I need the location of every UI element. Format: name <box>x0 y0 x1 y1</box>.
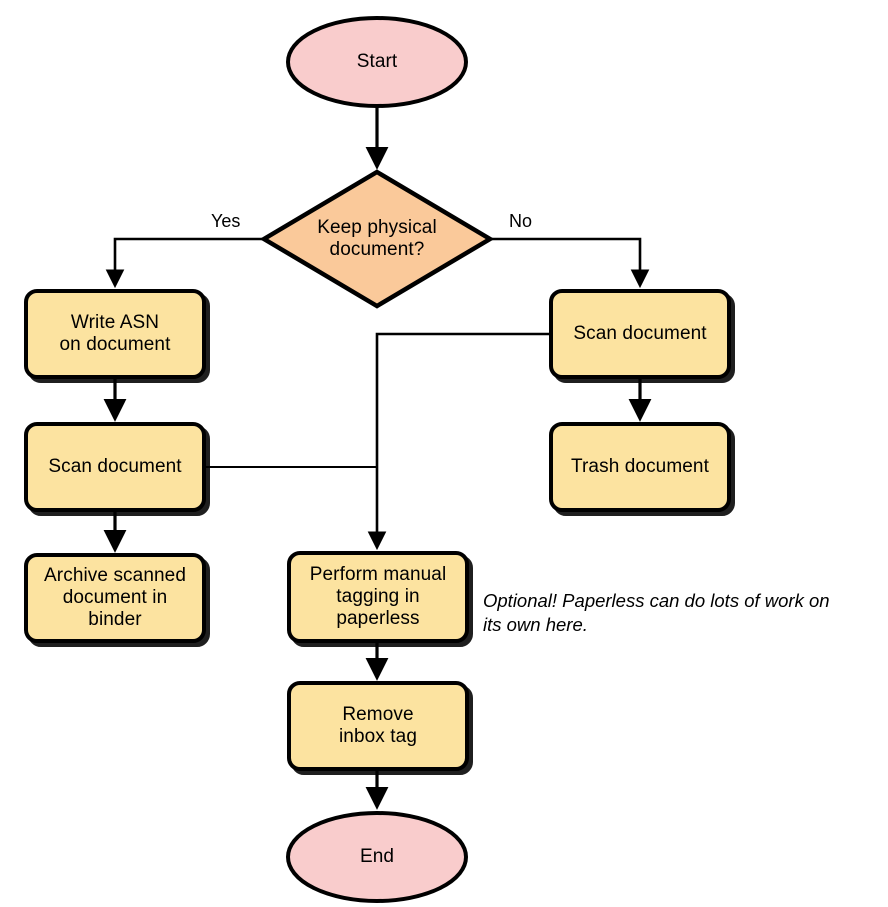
node-scan-document-left[interactable] <box>24 422 206 512</box>
node-start[interactable] <box>286 16 468 108</box>
edge-decision-yes-to-write-asn <box>105 237 263 289</box>
node-decision-keep-physical-document[interactable] <box>259 169 495 309</box>
optional-note: Optional! Paperless can do lots of work … <box>483 590 830 636</box>
edge-scan-right-to-tagging <box>367 332 551 551</box>
node-perform-manual-tagging[interactable] <box>287 551 469 643</box>
node-remove-inbox-tag[interactable] <box>287 681 469 771</box>
node-archive-scanned-document[interactable] <box>24 553 206 643</box>
edge-label-yes: Yes <box>211 211 241 231</box>
node-scan-document-right[interactable] <box>549 289 731 379</box>
node-trash-document[interactable] <box>549 422 731 512</box>
edge-decision-no-to-scan-right <box>490 237 650 289</box>
node-end[interactable] <box>286 811 468 903</box>
edge-label-no: No <box>509 211 533 231</box>
node-write-asn-on-document[interactable] <box>24 289 206 379</box>
